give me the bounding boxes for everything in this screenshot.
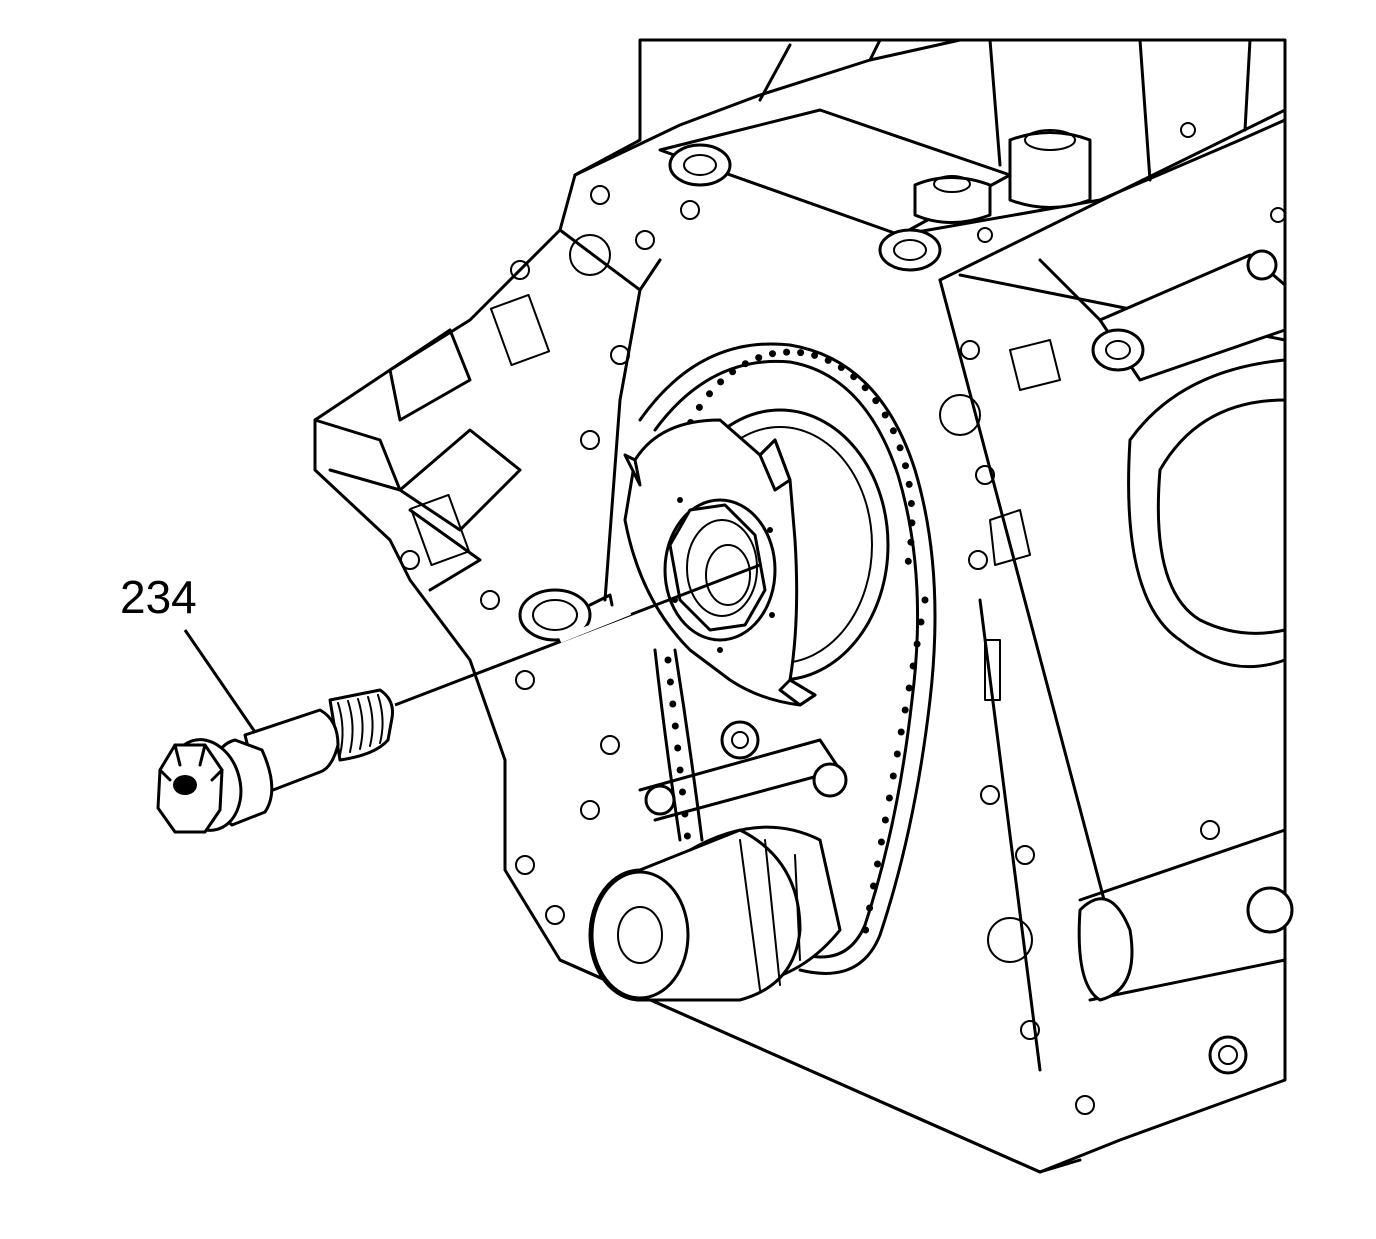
chain-link [666,678,674,686]
chain-link [866,904,874,912]
actuator-bolt [156,688,394,834]
chain-link [862,926,870,934]
bolt-thread [357,698,364,750]
chain-link [872,397,880,405]
callout-label-234: 234 [120,571,197,623]
chain-link [669,700,677,708]
chain-link [877,838,885,846]
chain-link [664,656,672,664]
bolt-thread [377,694,384,744]
chain-link [902,462,909,470]
chain-link [885,794,893,802]
chain-link [897,728,905,736]
chain-link [909,662,917,670]
chain-link [683,832,691,840]
chain-link [837,364,845,371]
chain-link [676,766,684,774]
bolt-thread [347,700,354,753]
chain-link [908,519,916,527]
chain-link [717,378,725,386]
chain-link [695,403,703,411]
o-ring-seal [518,588,614,642]
chain-link [729,368,737,376]
chain-link [913,640,921,648]
chain-link [917,618,925,626]
chain-link [901,706,909,714]
chain-link [905,684,913,692]
chain-link [896,444,904,452]
chain-link [755,354,763,362]
bolt-thread [337,702,344,756]
chain-link [889,772,897,780]
chain-link [783,348,791,356]
chain-link [905,480,913,488]
chain-tensioner [638,720,848,822]
chain-link [769,350,776,358]
chain-link [824,356,832,364]
chain-link [850,373,858,381]
chain-link [811,351,819,359]
chain-link [904,557,912,565]
chain-link [797,349,805,357]
chain-link [907,500,915,507]
chain-link [679,788,686,796]
chain-link [861,384,869,392]
chain-link [889,427,897,435]
chain-link [921,596,929,604]
crankshaft-sprocket [588,825,842,1002]
camshaft-position-actuator [623,418,817,707]
chain-link [907,538,915,546]
chain-link [881,816,889,824]
chain-link [881,411,889,419]
chain-link [893,750,901,758]
chain-link [870,882,877,890]
chain-link [671,722,679,730]
bolt-thread [367,696,374,747]
chain-link [674,744,682,752]
callout-leader-line [183,629,257,733]
assembly-centerline-back [558,609,632,643]
chain-link [741,360,749,368]
chain-link [874,860,881,868]
chain-link [706,390,713,398]
